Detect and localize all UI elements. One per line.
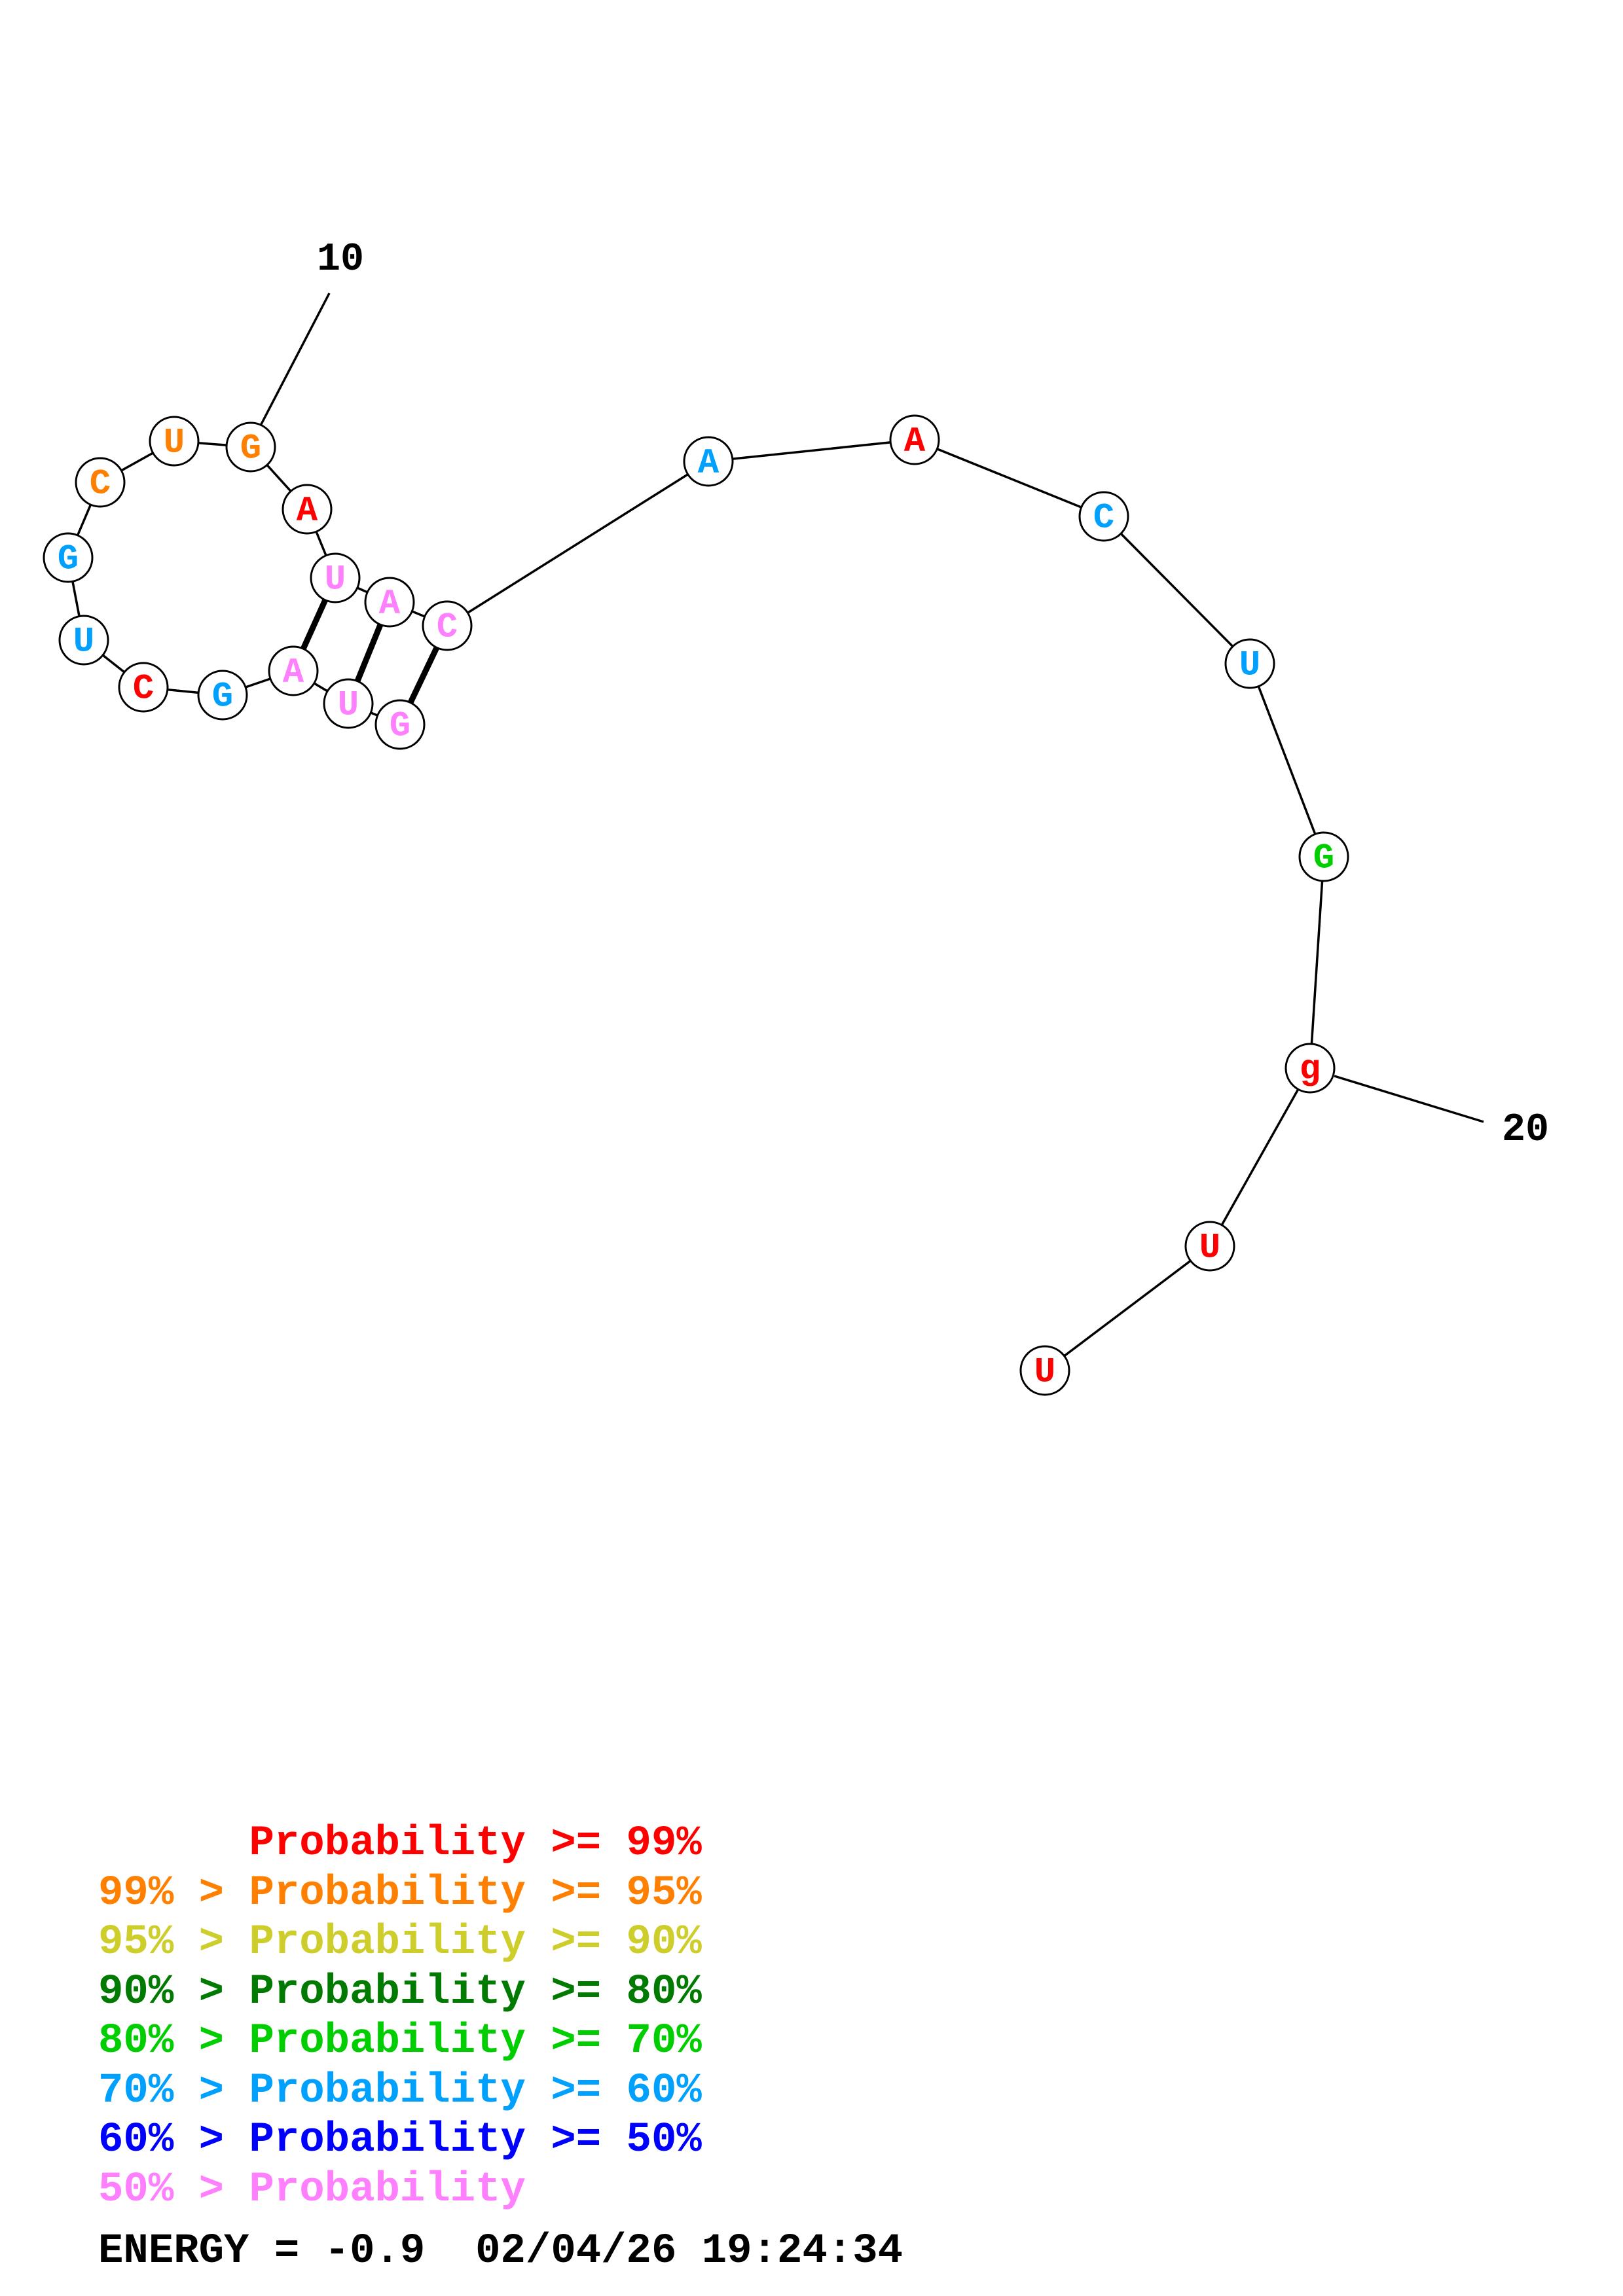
nucleotide-circles (43, 414, 1349, 1396)
nucleotide-circle (374, 699, 426, 750)
nucleotide-letter: U (164, 423, 185, 463)
backbone-segment (1103, 515, 1251, 665)
legend-row: 50% > Probability (98, 2166, 526, 2214)
sequence-position-label: 20 (1502, 1108, 1549, 1153)
position-label-lines (259, 293, 1484, 1123)
nucleotide-letter: A (297, 492, 318, 531)
position-labels: 10 20 (317, 238, 1549, 1153)
nucleotide-letter: U (1034, 1353, 1055, 1393)
legend-row: 99% > Probability >= 95% (98, 1869, 702, 1917)
nucleotide-letter: U (338, 686, 359, 726)
probability-legend: Probability >= 99%99% > Probability >= 9… (98, 1820, 702, 2215)
nucleotide-letter: U (1239, 646, 1260, 686)
backbone-lines (67, 439, 1325, 1372)
nucleotide-letter: A (379, 584, 401, 624)
backbone-segment (1044, 1245, 1211, 1372)
nucleotide-circle (1184, 1221, 1235, 1272)
legend-row: 80% > Probability >= 70% (98, 2018, 702, 2065)
legend-row: Probability >= 99% (98, 1820, 702, 1867)
nucleotide-letter: G (390, 707, 410, 747)
backbone-segment (447, 460, 709, 627)
nucleotide-circle (1078, 491, 1129, 542)
nucleotide-circle (197, 670, 248, 721)
nucleotide-circle (58, 615, 109, 666)
nucleotide-circle (43, 532, 94, 583)
backbone-segment (1309, 856, 1325, 1069)
nucleotide-circle (1019, 1345, 1070, 1396)
nucleotide-circle (268, 645, 319, 696)
nucleotide-circle (1298, 831, 1349, 882)
nucleotide-circle (1285, 1043, 1336, 1094)
nucleotide-letter: A (904, 422, 926, 462)
backbone-segment (1249, 663, 1325, 857)
legend-row: 60% > Probability >= 50% (98, 2117, 702, 2164)
nucleotide-letter: C (437, 608, 458, 648)
nucleotide-letter: G (212, 677, 233, 717)
legend-row: 95% > Probability >= 90% (98, 1919, 702, 1966)
nucleotide-circle (422, 600, 473, 651)
energy-annotation: ENERGY = -0.9 02/04/26 19:24:34 (98, 2228, 903, 2275)
nucleotide-circle (75, 457, 126, 508)
nucleotide-circle (889, 414, 940, 465)
nucleotide-letter: A (283, 653, 304, 693)
nucleotide-letter: U (325, 560, 346, 600)
legend-row: 70% > Probability >= 60% (98, 2067, 702, 2115)
position-label-line (259, 293, 331, 427)
position-label-line (1334, 1075, 1484, 1123)
nucleotide-circle (323, 678, 374, 729)
backbone-segment (914, 439, 1104, 518)
nucleotide-letter: G (1313, 839, 1334, 879)
nucleotide-circle (225, 422, 276, 473)
nucleotide-letter: C (1093, 499, 1114, 539)
nucleotide-letter: C (90, 465, 111, 505)
nucleotide-circle (364, 577, 415, 628)
nucleotide-letter: G (58, 540, 79, 580)
nucleotide-circle (118, 662, 169, 713)
backbone-segment (1209, 1067, 1311, 1247)
legend-row: 90% > Probability >= 80% (98, 1968, 702, 2016)
nucleotide-circle (149, 416, 200, 467)
nucleotide-circle (310, 552, 361, 603)
nucleotide-letter: U (1199, 1229, 1220, 1268)
nucleotide-letter: g (1300, 1050, 1321, 1090)
nucleotide-circle (1224, 638, 1275, 689)
backbone-segment (708, 439, 915, 463)
nucleotide-letter: U (73, 622, 94, 662)
nucleotide-letter: A (698, 444, 720, 484)
nucleotide-circle (683, 436, 734, 487)
sequence-position-label: 10 (317, 238, 364, 282)
nucleotide-letter: G (240, 429, 261, 469)
nucleotide-circle (282, 484, 333, 535)
nucleotide-letter: C (133, 670, 154, 709)
